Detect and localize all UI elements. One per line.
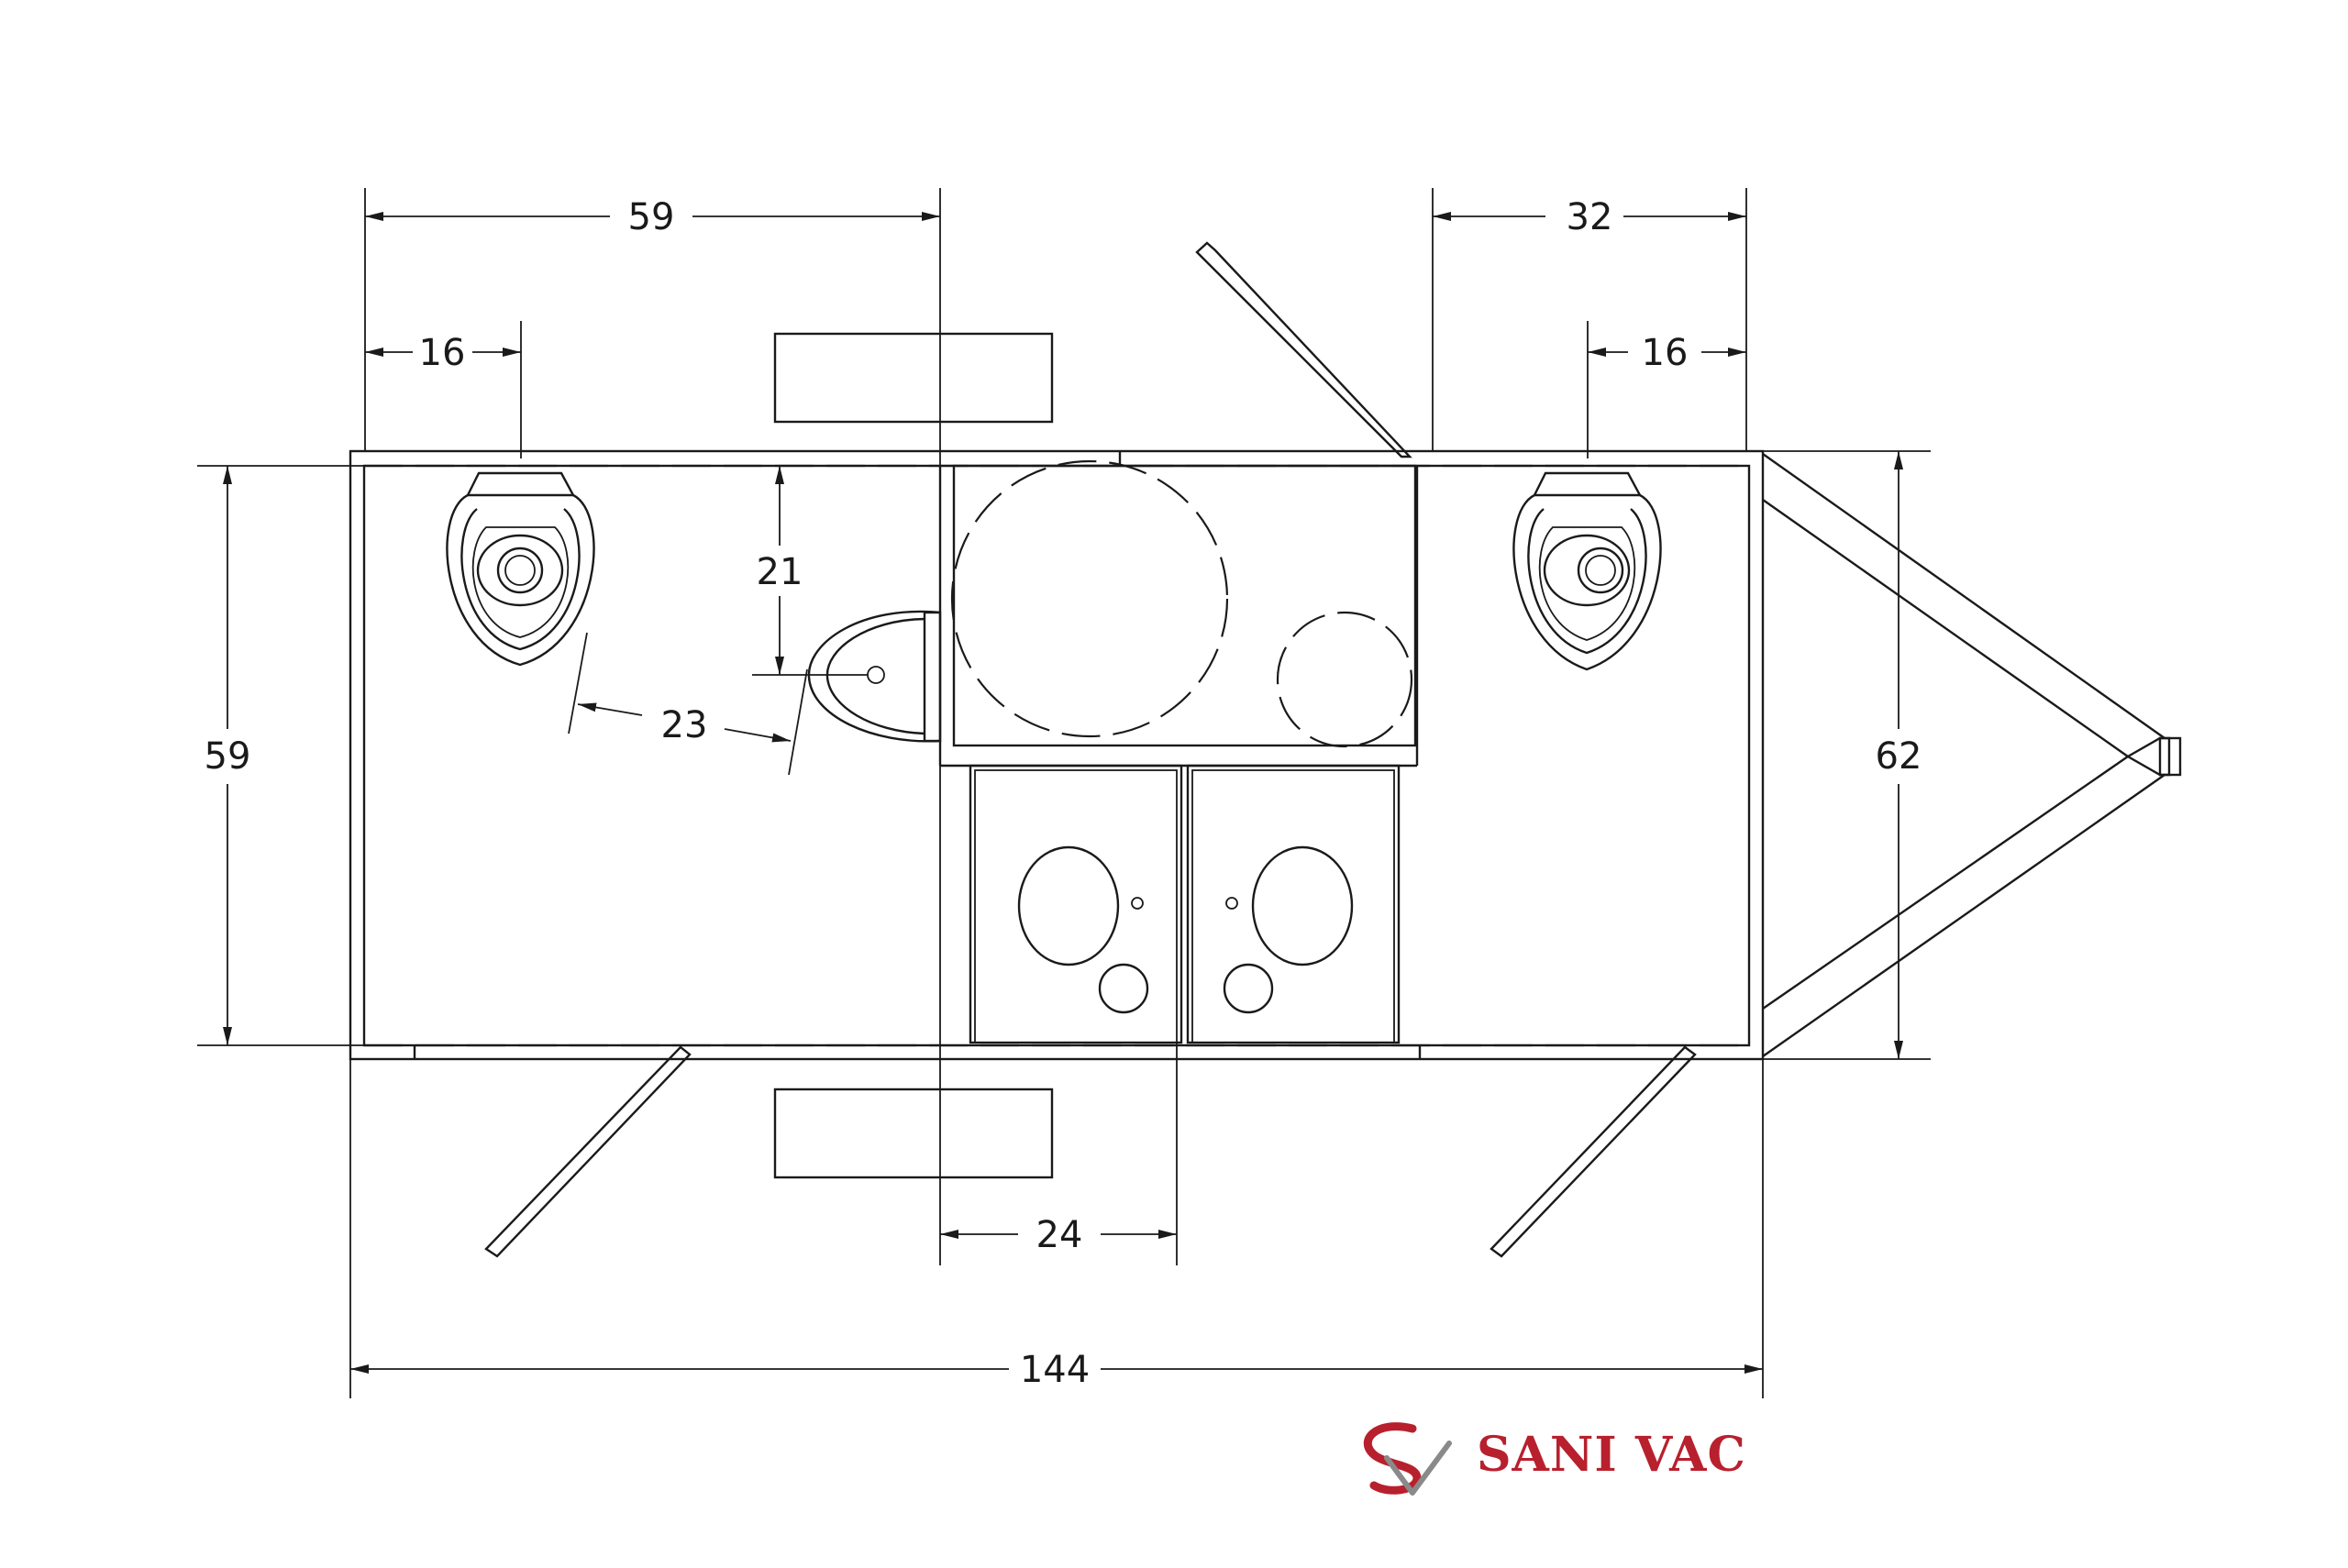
- svg-text:62: 62: [1876, 735, 1922, 778]
- sink-right: [1186, 764, 1401, 1044]
- toilet-left-icon: [446, 471, 595, 667]
- door-bottom-right: [1418, 1045, 1697, 1258]
- dim-top-left-offset: 16: [365, 332, 521, 374]
- svg-text:59: 59: [628, 196, 675, 238]
- svg-text:16: 16: [1642, 332, 1689, 374]
- holding-tank-small: [1276, 611, 1413, 748]
- trailer-body: [349, 449, 1765, 1061]
- svg-text:144: 144: [1020, 1349, 1090, 1391]
- sink-left: [969, 764, 1183, 1044]
- center-compartment: [938, 459, 1419, 767]
- dim-right-height: 62: [1876, 451, 1922, 1059]
- svg-text:SANI VAC: SANI VAC: [1477, 1427, 1746, 1483]
- toilet-right-icon: [1512, 471, 1662, 671]
- sanivac-logo: SANI VAC: [1363, 1422, 1746, 1496]
- svg-text:32: 32: [1567, 196, 1613, 238]
- dim-sink-width: 24: [940, 1214, 1177, 1256]
- step-top: [773, 332, 1054, 424]
- door-top: [1118, 241, 1412, 466]
- dim-left-height: 59: [205, 466, 251, 1045]
- door-bottom-left: [413, 1045, 692, 1258]
- dim-top-right-offset: 16: [1588, 332, 1746, 374]
- dim-overall-length: 144: [350, 1349, 1763, 1391]
- svg-text:24: 24: [1036, 1214, 1083, 1256]
- svg-text:23: 23: [661, 704, 708, 746]
- svg-text:59: 59: [205, 735, 251, 778]
- dim-top-left-width: 59: [365, 196, 940, 238]
- svg-text:21: 21: [757, 551, 803, 593]
- trailer-hitch: [1762, 453, 2182, 1057]
- dim-urinal-depth: 21: [757, 466, 803, 675]
- dim-toilet-urinal-gap: 23: [577, 702, 792, 746]
- step-bottom: [773, 1088, 1054, 1179]
- dim-top-right-width: 32: [1433, 196, 1746, 238]
- extension-lines: [197, 188, 1931, 1398]
- sanivac-swoosh-icon: [1363, 1422, 1452, 1496]
- svg-text:16: 16: [419, 332, 466, 374]
- holding-tank-large: [950, 459, 1229, 738]
